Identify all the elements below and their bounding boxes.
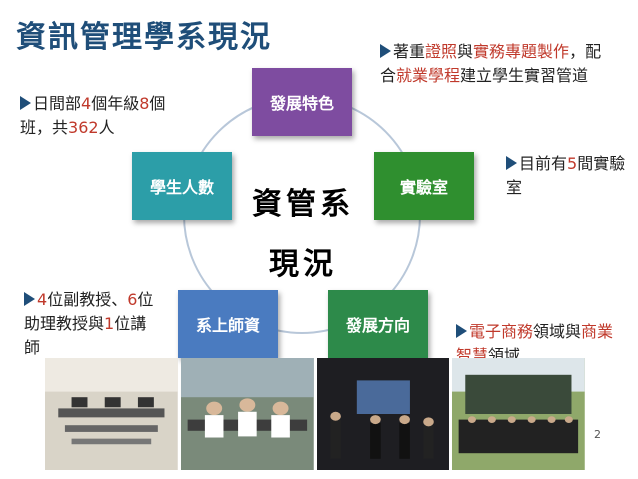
note-students-segment: 個班，共 (20, 94, 166, 137)
note-students-segment: 4 (81, 94, 92, 113)
bullet-arrow-icon (456, 324, 467, 338)
note-faculty-segment: 1 (104, 314, 115, 333)
slide-title: 資訊管理學系現況 (16, 20, 272, 55)
note-features: 著重證照與實務專題製作，配合就業學程建立學生實習管道 (380, 40, 612, 88)
center-label: 資管系 現況 (238, 175, 368, 295)
page-number: 2 (594, 428, 601, 441)
note-faculty-segment: 6 (127, 290, 138, 309)
bullet-arrow-icon (506, 156, 517, 170)
node-labs: 實驗室 (374, 152, 474, 220)
node-direction: 發展方向 (328, 290, 428, 358)
node-students: 學生人數 (132, 152, 232, 220)
bullet-arrow-icon (380, 44, 391, 58)
node-labs-label: 實驗室 (399, 178, 448, 197)
bullet-arrow-icon (24, 292, 35, 306)
note-faculty-segment: 位助理教授與 (24, 290, 154, 333)
node-features-label: 發展特色 (269, 94, 334, 113)
note-students-segment: 362 (68, 118, 99, 137)
node-faculty-label: 系上師資 (195, 316, 260, 335)
note-students-segment: 日間部 (33, 94, 82, 113)
note-faculty-segment: 位副教授、 (47, 290, 128, 309)
note-features-segment: 建立學生實習管道 (460, 66, 589, 85)
node-students-label: 學生人數 (149, 178, 214, 197)
center-line2: 現況 (269, 247, 337, 282)
note-features-segment: 就業學程 (396, 66, 461, 85)
note-faculty-segment: 位講師 (24, 314, 147, 357)
note-labs-segment: 間實驗室 (506, 154, 626, 197)
photo-strip (45, 358, 585, 470)
node-features: 發展特色 (252, 68, 352, 136)
note-direction-segment: 領域與 (533, 322, 582, 341)
node-direction-label: 發展方向 (345, 316, 410, 335)
note-labs: 目前有5間實驗室 (506, 152, 626, 200)
note-students-segment: 人 (98, 118, 115, 137)
note-features-segment: ，配合 (380, 42, 602, 85)
note-students: 日間部4個年級8個班，共362人 (20, 92, 195, 140)
note-labs-segment: 目前有 (519, 154, 568, 173)
photo-stage-event (316, 358, 450, 470)
photo-graduation (452, 358, 585, 470)
note-students-segment: 8 (139, 94, 150, 113)
photo-students-class (180, 358, 314, 470)
node-faculty: 系上師資 (178, 290, 278, 358)
center-line1: 資管系 (252, 187, 354, 222)
note-features-segment: 實務專題製作 (473, 42, 570, 61)
note-features-segment: 證照 (425, 42, 458, 61)
bullet-arrow-icon (20, 96, 31, 110)
note-direction-segment: 電子商務 (469, 322, 534, 341)
photo-computer-lab (45, 358, 178, 470)
note-faculty: 4位副教授、6位助理教授與1位講師 (24, 288, 159, 360)
note-labs-segment: 5 (567, 154, 578, 173)
note-features-segment: 著重 (393, 42, 426, 61)
note-students-segment: 個年級 (91, 94, 140, 113)
note-faculty-segment: 4 (37, 290, 48, 309)
note-features-segment: 與 (457, 42, 474, 61)
